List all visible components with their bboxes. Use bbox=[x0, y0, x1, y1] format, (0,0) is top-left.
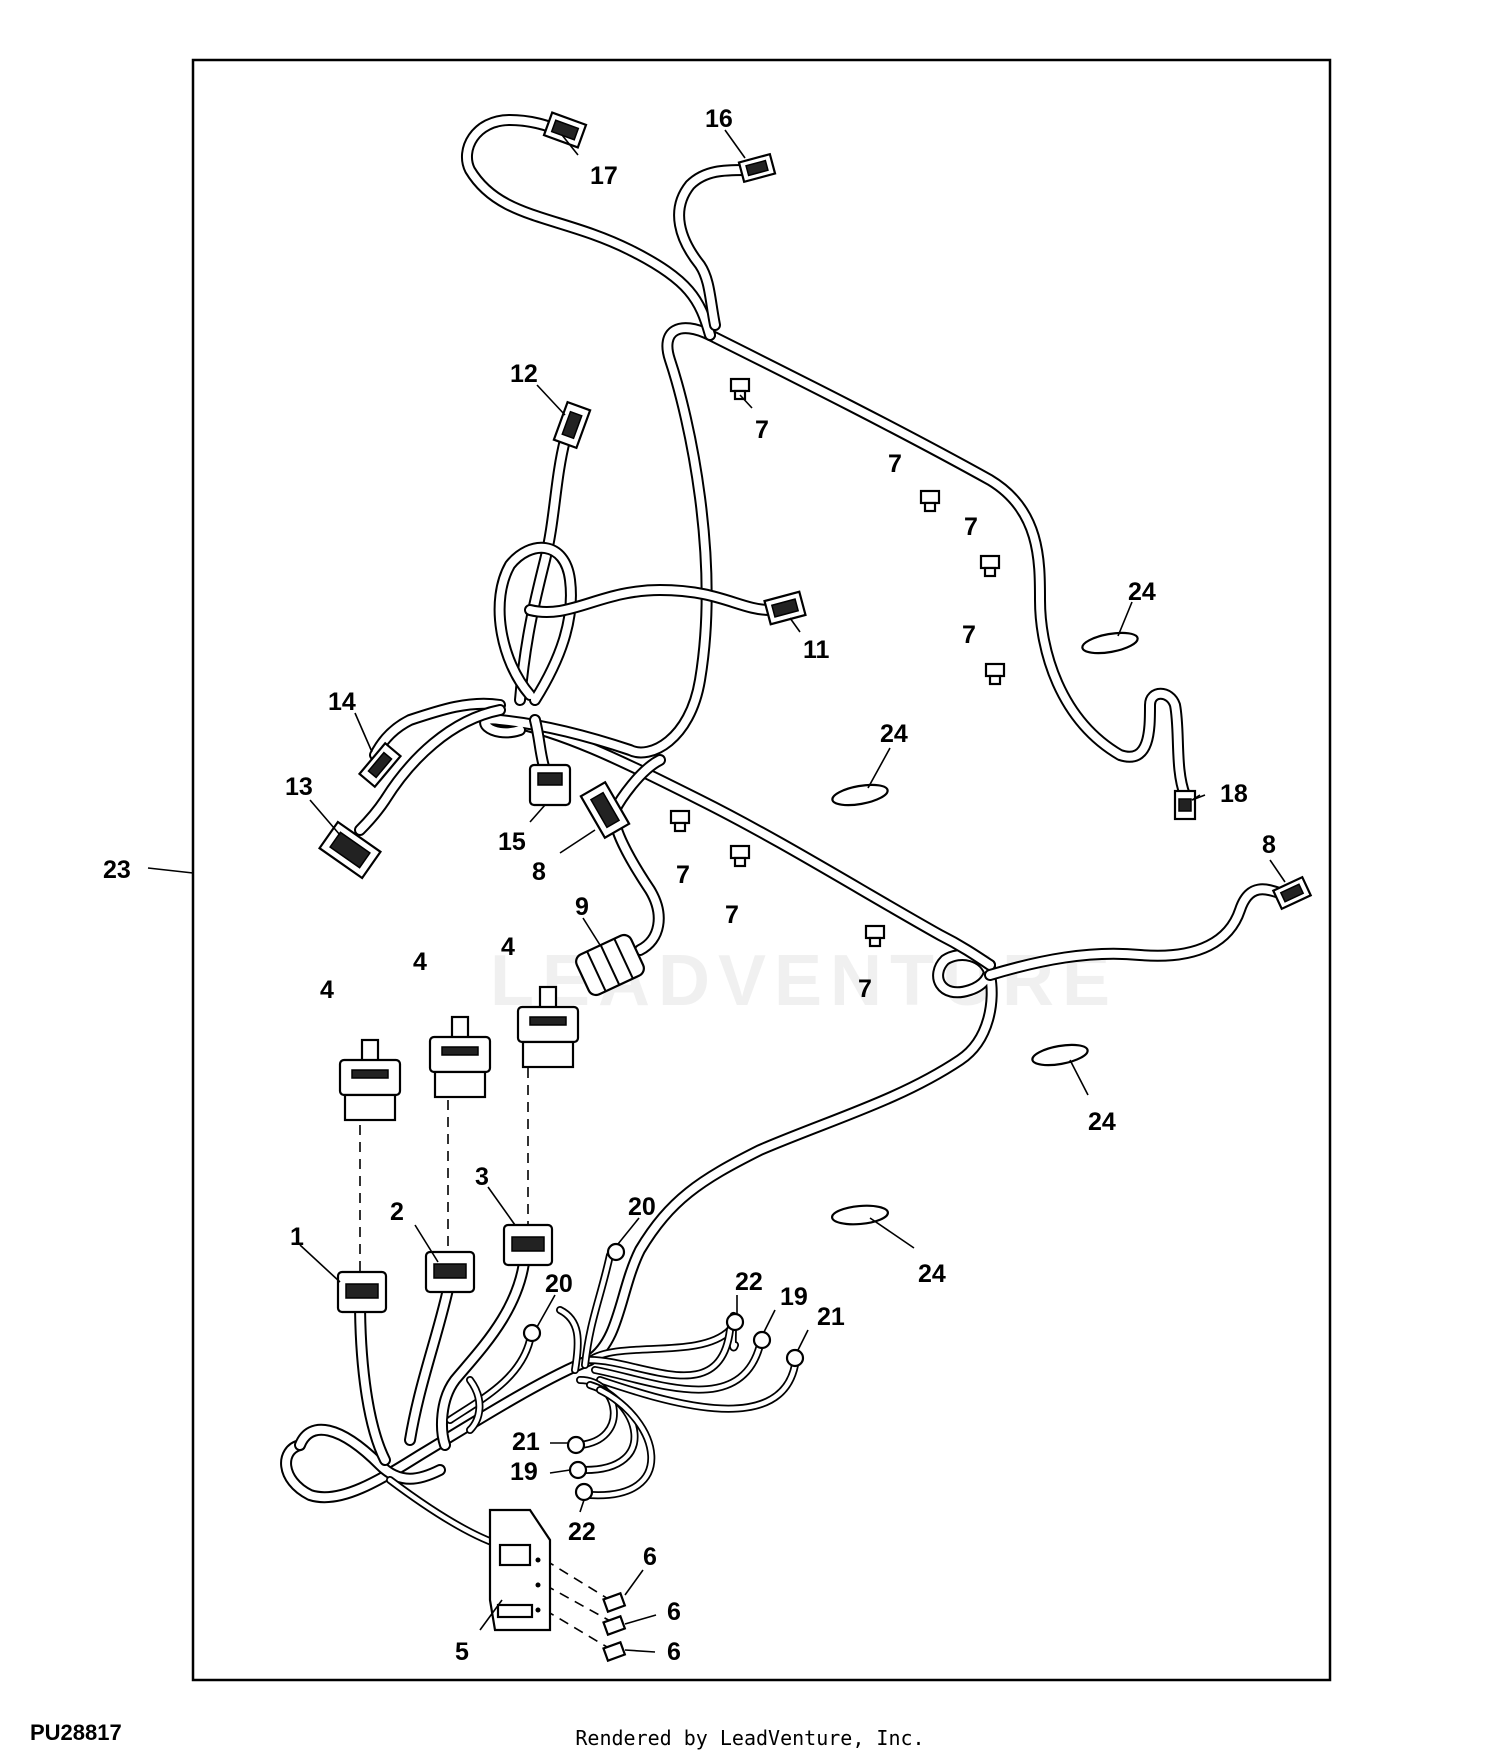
connector-9 bbox=[575, 933, 645, 997]
callout-12: 12 bbox=[510, 360, 538, 388]
callout-21-a: 21 bbox=[817, 1303, 845, 1331]
push-pins bbox=[669, 377, 1006, 948]
figure-id: PU28817 bbox=[30, 1720, 122, 1745]
callout-6-b: 6 bbox=[667, 1598, 681, 1626]
callout-2: 2 bbox=[390, 1198, 404, 1226]
callout-23: 23 bbox=[103, 856, 131, 884]
callout-7-d: 7 bbox=[962, 621, 976, 649]
callout-20-a: 20 bbox=[628, 1193, 656, 1221]
callout-labels: 23 17 16 12 7 7 7 7 7 7 7 11 24 24 24 24… bbox=[103, 105, 1276, 1666]
callout-7-c: 7 bbox=[964, 513, 978, 541]
callout-10: 8 bbox=[532, 858, 546, 886]
callout-7-a: 7 bbox=[755, 416, 769, 444]
callout-20-b: 20 bbox=[545, 1270, 573, 1298]
callout-5: 5 bbox=[455, 1638, 469, 1666]
cable-ties bbox=[830, 631, 1139, 1226]
connector-8 bbox=[1271, 875, 1313, 911]
diagram-frame bbox=[191, 58, 1332, 1682]
connector-13 bbox=[317, 820, 383, 880]
callout-24-d: 24 bbox=[918, 1260, 946, 1288]
callout-24-b: 24 bbox=[880, 720, 908, 748]
callout-21-b: 21 bbox=[512, 1428, 540, 1456]
callout-18: 18 bbox=[1220, 780, 1248, 808]
relays bbox=[338, 985, 580, 1122]
callout-6-a: 6 bbox=[643, 1543, 657, 1571]
fuses bbox=[602, 1591, 627, 1663]
callout-19-b: 19 bbox=[510, 1458, 538, 1486]
callout-7-f: 7 bbox=[725, 901, 739, 929]
connector-17 bbox=[542, 111, 588, 149]
callout-14: 14 bbox=[328, 688, 356, 716]
callout-4-a: 4 bbox=[320, 976, 334, 1004]
callout-15: 15 bbox=[498, 828, 526, 856]
wire-harness bbox=[280, 114, 1291, 1549]
callout-11: 11 bbox=[803, 636, 830, 664]
callout-22-b: 22 bbox=[568, 1518, 596, 1546]
connector-15 bbox=[528, 763, 572, 807]
callout-3: 3 bbox=[475, 1163, 489, 1191]
callout-16: 16 bbox=[705, 105, 733, 133]
callout-4-c: 4 bbox=[501, 933, 515, 961]
callout-19-a: 19 bbox=[780, 1283, 808, 1311]
render-credit: Rendered by LeadVenture, Inc. bbox=[575, 1726, 925, 1750]
callout-24-c: 24 bbox=[1088, 1108, 1116, 1136]
connector-14 bbox=[357, 741, 403, 789]
connector-10 bbox=[579, 780, 631, 840]
connector-11 bbox=[763, 590, 807, 626]
callout-17: 17 bbox=[590, 162, 618, 190]
fuse-block bbox=[488, 1508, 552, 1632]
callout-6-c: 6 bbox=[667, 1638, 681, 1666]
connector-16 bbox=[737, 152, 777, 184]
callout-4-b: 4 bbox=[413, 948, 427, 976]
callout-22-a: 22 bbox=[735, 1268, 763, 1296]
callout-7-e: 7 bbox=[676, 861, 690, 889]
connector-18 bbox=[1173, 789, 1197, 821]
callout-1: 1 bbox=[290, 1223, 304, 1251]
callout-13: 13 bbox=[285, 773, 313, 801]
callout-7-b: 7 bbox=[888, 450, 902, 478]
relay-sockets bbox=[336, 1223, 554, 1314]
callout-8: 8 bbox=[1262, 831, 1276, 859]
connector-12 bbox=[552, 400, 592, 450]
callout-24-a: 24 bbox=[1128, 578, 1156, 606]
leader-lines bbox=[147, 129, 1286, 1653]
callout-7-g: 7 bbox=[858, 975, 872, 1003]
callout-9: 9 bbox=[575, 893, 589, 921]
alignment-lines bbox=[359, 1068, 613, 1651]
